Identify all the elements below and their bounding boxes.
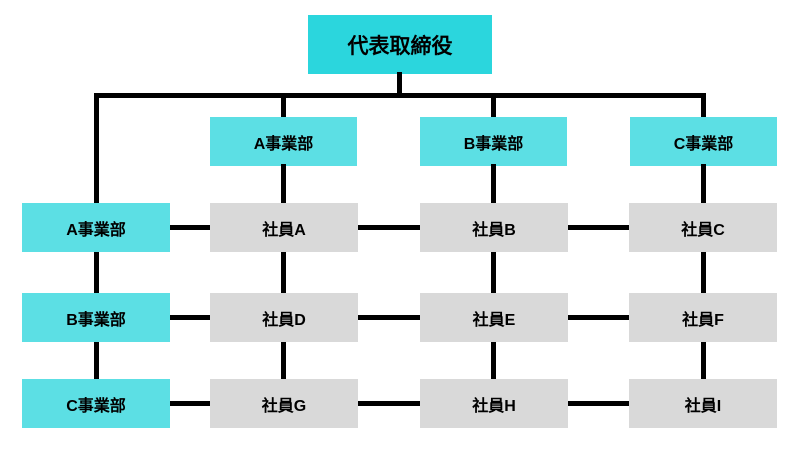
connector-drop-division-c <box>701 93 706 119</box>
connector-col-b-seg1 <box>491 164 496 205</box>
org-node-employee-d: 社員D <box>210 293 358 342</box>
connector-col-a-seg1 <box>281 164 286 205</box>
org-node-employee-e: 社員E <box>420 293 568 342</box>
org-node-employee-c: 社員C <box>629 203 777 252</box>
connector-col-a-seg2 <box>281 250 286 295</box>
connector-col-a-seg3 <box>281 340 286 381</box>
org-node-top-division-a: A事業部 <box>210 117 357 166</box>
connector-row1-gap3 <box>566 225 632 230</box>
org-node-employee-h: 社員H <box>420 379 568 428</box>
org-node-top-division-c: C事業部 <box>630 117 777 166</box>
org-node-employee-b: 社員B <box>420 203 568 252</box>
org-node-employee-f: 社員F <box>629 293 777 342</box>
connector-row2-gap3 <box>566 315 632 320</box>
connector-president-riser <box>397 72 402 98</box>
org-node-employee-a: 社員A <box>210 203 358 252</box>
connector-drop-division-a <box>281 93 286 119</box>
connector-row1-gap2 <box>356 225 422 230</box>
connector-col-b-seg3 <box>491 340 496 381</box>
connector-col-c-seg1 <box>701 164 706 205</box>
connector-row2-gap2 <box>356 315 422 320</box>
org-node-left-division-b: B事業部 <box>22 293 170 342</box>
org-node-president: 代表取締役 <box>308 15 492 74</box>
connector-col-c-seg2 <box>701 250 706 295</box>
connector-row2-gap1 <box>168 315 212 320</box>
org-node-left-division-c: C事業部 <box>22 379 170 428</box>
connector-left-col-seg2 <box>94 250 99 295</box>
connector-row3-gap1 <box>168 401 212 406</box>
connector-row3-gap3 <box>566 401 632 406</box>
connector-left-col-seg1 <box>94 93 99 205</box>
connector-row3-gap2 <box>356 401 422 406</box>
connector-drop-division-b <box>491 93 496 119</box>
connector-col-c-seg3 <box>701 340 706 381</box>
org-node-left-division-a: A事業部 <box>22 203 170 252</box>
org-node-employee-i: 社員I <box>629 379 777 428</box>
connector-col-b-seg2 <box>491 250 496 295</box>
connector-branch <box>94 93 706 98</box>
connector-left-col-seg3 <box>94 340 99 381</box>
org-node-top-division-b: B事業部 <box>420 117 567 166</box>
org-node-employee-g: 社員G <box>210 379 358 428</box>
connector-row1-gap1 <box>168 225 212 230</box>
